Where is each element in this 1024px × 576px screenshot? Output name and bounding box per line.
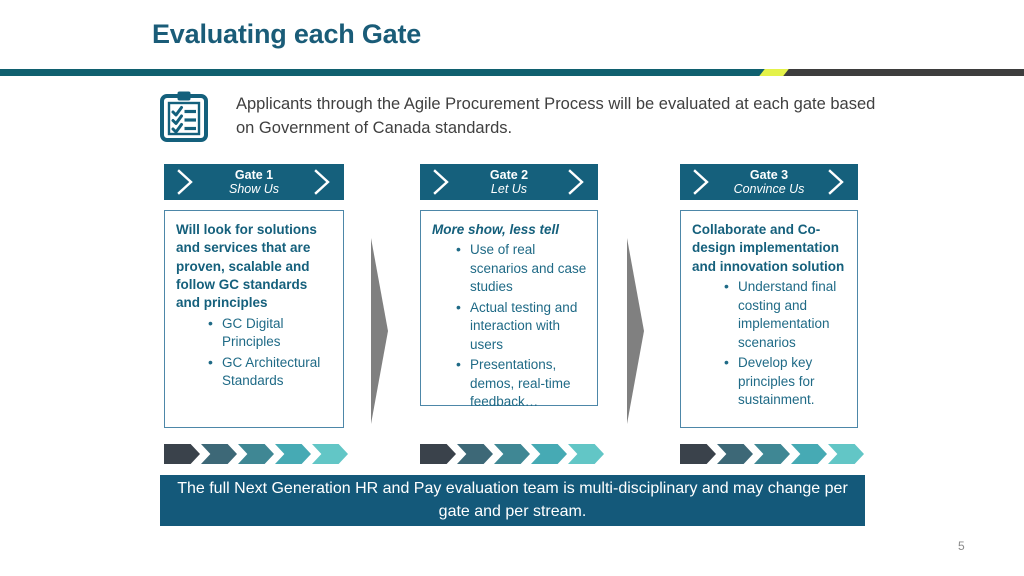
gate-number-label: Gate 3 bbox=[749, 168, 789, 182]
gate-card-heading-1: Will look for solutions and services tha… bbox=[176, 222, 317, 311]
list-item: Understand final costing and implementat… bbox=[724, 277, 848, 352]
gate-header-bar-3: Gate 3 Convince Us bbox=[680, 164, 858, 200]
chevron-right-icon bbox=[693, 169, 709, 195]
progress-arrow bbox=[754, 444, 790, 464]
divider-dark-segment bbox=[772, 69, 1024, 76]
progress-arrow bbox=[494, 444, 530, 464]
divider-teal-segment bbox=[0, 69, 772, 76]
flow-connector-arrow-1 bbox=[368, 238, 392, 424]
progress-arrow bbox=[717, 444, 753, 464]
gate-subtitle-label: Let Us bbox=[490, 182, 528, 196]
progress-arrow bbox=[312, 444, 348, 464]
progress-arrow bbox=[164, 444, 200, 464]
progress-arrow-strip-1 bbox=[164, 444, 348, 464]
progress-arrow-strip-2 bbox=[420, 444, 604, 464]
chevron-right-icon bbox=[177, 169, 193, 195]
progress-arrow bbox=[568, 444, 604, 464]
flow-connector-arrow-2 bbox=[624, 238, 648, 424]
clipboard-checklist-icon bbox=[158, 90, 210, 142]
progress-arrow bbox=[828, 444, 864, 464]
gate-number-label: Gate 2 bbox=[489, 168, 529, 182]
slide-number: 5 bbox=[958, 539, 965, 553]
list-item: GC Digital Principles bbox=[208, 314, 334, 352]
gate-header-1: Gate 1 Show Us bbox=[164, 164, 344, 200]
progress-arrow bbox=[420, 444, 456, 464]
list-item: Presentations, demos, real-time feedback… bbox=[456, 355, 588, 411]
list-item: Develop key principles for sustainment. bbox=[724, 353, 848, 409]
gate-header-3: Gate 3 Convince Us bbox=[680, 164, 858, 200]
gate-card-bullets-1: GC Digital Principles GC Architectural S… bbox=[176, 314, 334, 391]
list-item: Actual testing and interaction with user… bbox=[456, 298, 588, 354]
page-title: Evaluating each Gate bbox=[152, 19, 422, 49]
intro-paragraph: Applicants through the Agile Procurement… bbox=[236, 95, 876, 137]
progress-arrow bbox=[457, 444, 493, 464]
gate-header-bar-2: Gate 2 Let Us bbox=[420, 164, 598, 200]
header-divider bbox=[0, 69, 1024, 76]
progress-arrow bbox=[791, 444, 827, 464]
progress-arrow bbox=[531, 444, 567, 464]
progress-arrow bbox=[238, 444, 274, 464]
gate-card-1: Will look for solutions and services tha… bbox=[164, 210, 344, 428]
gate-card-heading-3: Collaborate and Co-design implementation… bbox=[692, 222, 845, 274]
chevron-right-icon bbox=[828, 169, 844, 195]
gate-header-bar-1: Gate 1 Show Us bbox=[164, 164, 344, 200]
progress-arrow bbox=[201, 444, 237, 464]
gate-card-bullets-2: Use of real scenarios and case studies A… bbox=[432, 240, 588, 411]
chevron-right-icon bbox=[568, 169, 584, 195]
progress-arrow-strip-3 bbox=[680, 444, 864, 464]
progress-arrow bbox=[680, 444, 716, 464]
gate-number-label: Gate 1 bbox=[234, 168, 274, 182]
gate-card-bullets-3: Understand final costing and implementat… bbox=[692, 277, 848, 409]
gate-subtitle-label: Show Us bbox=[228, 182, 280, 196]
chevron-right-icon bbox=[314, 169, 330, 195]
progress-arrow bbox=[275, 444, 311, 464]
gate-subtitle-label: Convince Us bbox=[733, 182, 805, 196]
gate-card-3: Collaborate and Co-design implementation… bbox=[680, 210, 858, 428]
list-item: GC Architectural Standards bbox=[208, 353, 334, 391]
gate-card-2: More show, less tell Use of real scenari… bbox=[420, 210, 598, 409]
footer-banner: The full Next Generation HR and Pay eval… bbox=[160, 475, 865, 526]
chevron-right-icon bbox=[433, 169, 449, 195]
gate-header-2: Gate 2 Let Us bbox=[420, 164, 598, 200]
list-item: Use of real scenarios and case studies bbox=[456, 240, 588, 296]
gate-card-heading-2: More show, less tell bbox=[432, 222, 560, 237]
